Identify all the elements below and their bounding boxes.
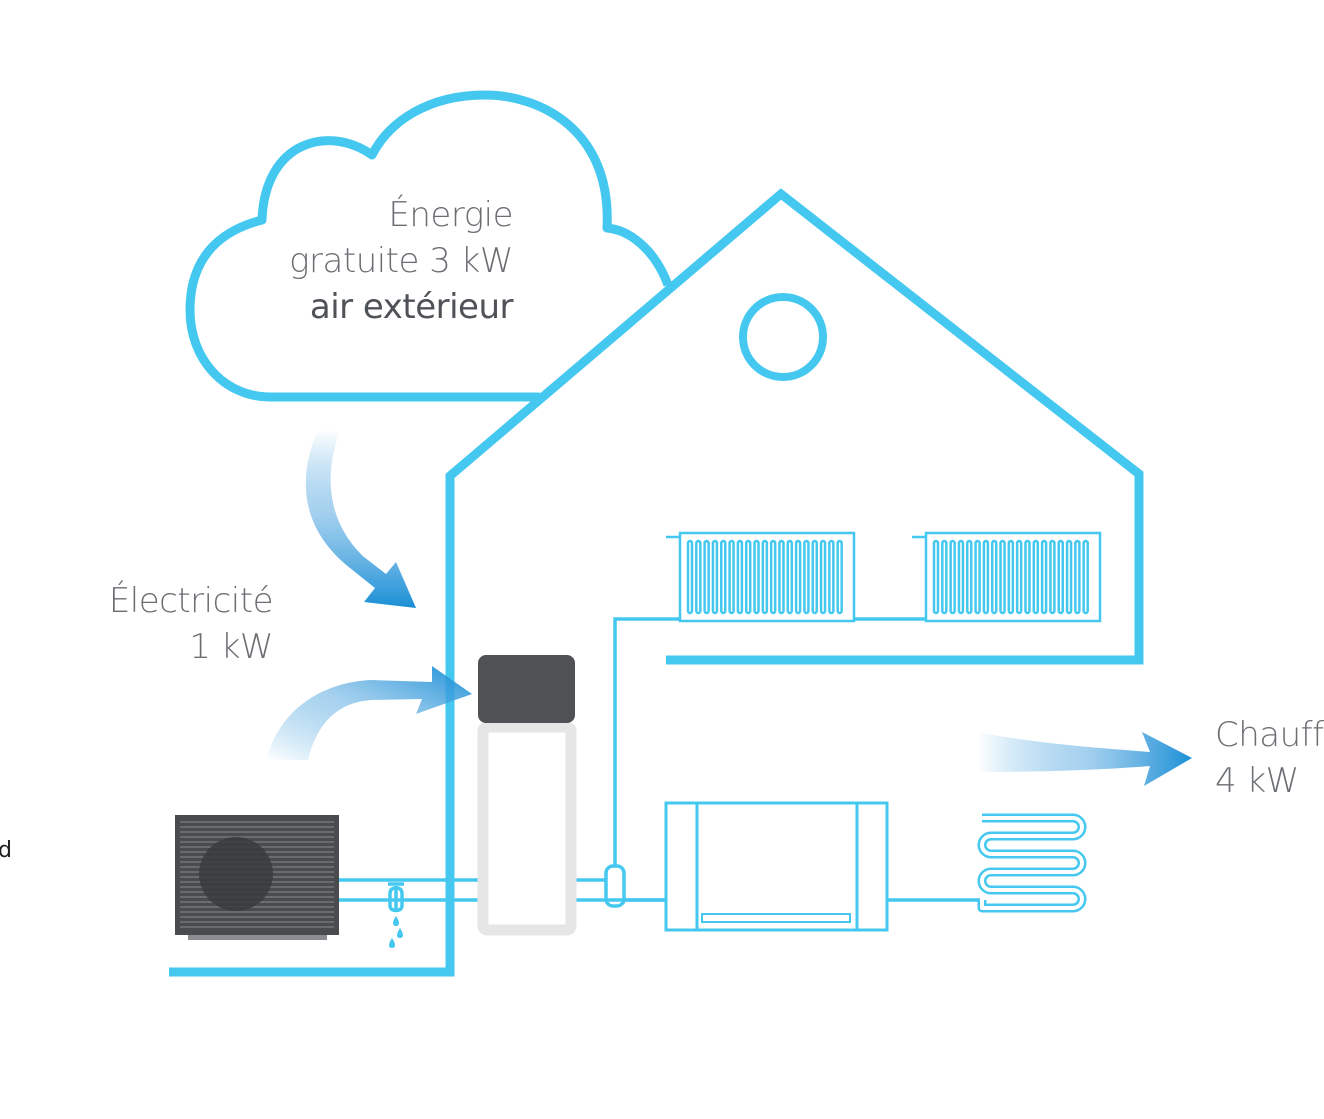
electricity-label: Électricité 1 kW (108, 578, 274, 670)
water-tank-icon (477, 655, 577, 936)
fan-convector-icon (664, 801, 889, 932)
cloud-label-line1: Énergie (388, 195, 513, 235)
house-outline-icon (169, 188, 1144, 977)
underfloor-heating-coil-icon (977, 813, 1087, 913)
radiator-icon (912, 531, 1102, 623)
pipe-network (339, 617, 980, 908)
round-window-icon (739, 293, 827, 381)
heating-label: Chauffa 4 kW (1215, 712, 1324, 804)
cloud-label: Énergie gratuite 3 kW air extérieur (289, 192, 513, 330)
heating-label-line1: Chauffa (1215, 715, 1324, 755)
edge-text-fragment: d (0, 838, 12, 863)
flow-arrow-icon (976, 732, 1192, 786)
electricity-label-line2: 1 kW (189, 627, 273, 667)
drain-valve-icon (388, 882, 404, 948)
heating-label-line2: 4 kW (1215, 761, 1299, 801)
cloud-label-line2: gratuite 3 kW (289, 241, 513, 281)
flow-arrow-icon (305, 430, 416, 608)
electricity-label-line1: Électricité (108, 581, 274, 621)
heat-pump-outdoor-unit-icon (175, 815, 339, 940)
cloud-icon (185, 90, 673, 402)
flow-arrow-icon (266, 666, 472, 760)
radiator-icon (666, 531, 856, 623)
cloud-label-line3: air extérieur (309, 287, 514, 327)
